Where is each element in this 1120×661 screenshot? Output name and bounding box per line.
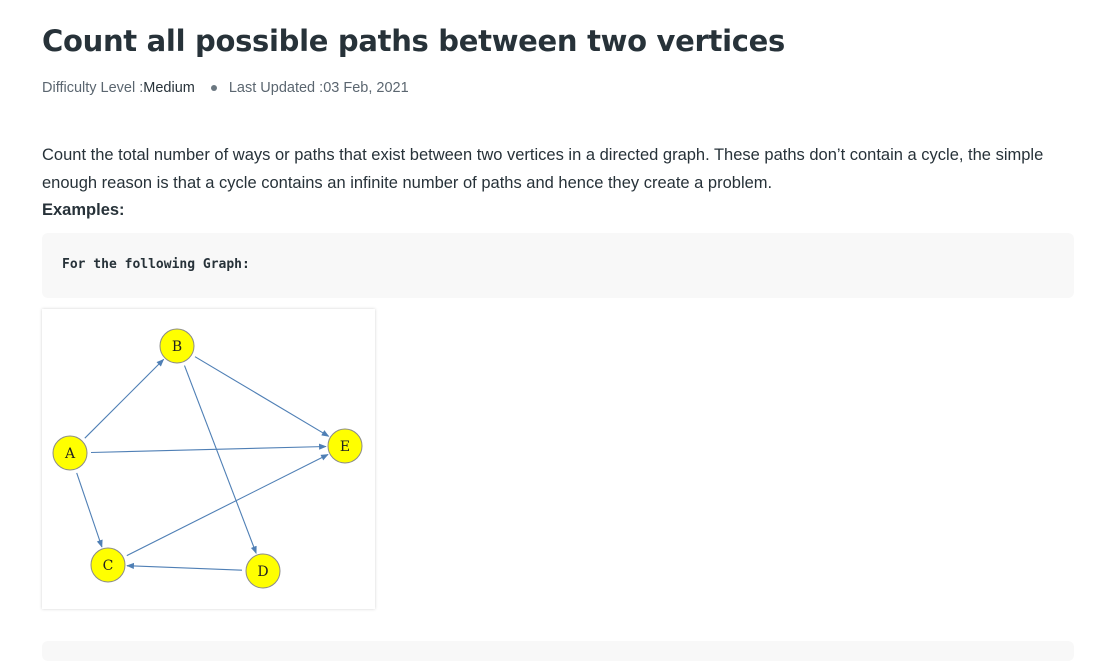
graph-node-c: C — [90, 547, 126, 583]
intro-paragraph: Count the total number of ways or paths … — [42, 146, 1044, 192]
node-label: A — [64, 446, 76, 462]
article-meta: Difficulty Level : Medium Last Updated :… — [42, 80, 409, 96]
next-code-block — [42, 641, 1074, 661]
edges-layer — [76, 356, 330, 571]
graph-node-a: A — [52, 435, 88, 471]
code-text: For the following Graph: — [62, 257, 250, 272]
graph-node-b: B — [159, 328, 195, 364]
node-circle — [90, 547, 126, 583]
edge-a-c — [76, 472, 103, 548]
edge-b-d — [183, 365, 257, 555]
graph-node-e: E — [327, 428, 363, 464]
graph-diagram: A B C D E — [52, 328, 363, 589]
graph-node-d: D — [245, 553, 281, 589]
edge-b-e — [194, 356, 330, 437]
node-label: C — [103, 558, 114, 574]
difficulty-value[interactable]: Medium — [143, 80, 195, 96]
examples-heading: Examples: — [42, 201, 125, 219]
updated-label: Last Updated : — [228, 80, 324, 96]
node-circle — [327, 428, 363, 464]
edge-a-b — [84, 358, 165, 439]
updated-date: 03 Feb, 2021 — [323, 80, 409, 96]
node-label: D — [257, 564, 268, 580]
graph-figure: A B C D E — [42, 309, 375, 609]
node-label: E — [340, 439, 350, 455]
nodes-layer: A B C D E — [52, 328, 363, 589]
node-circle — [159, 328, 195, 364]
node-circle — [245, 553, 281, 589]
edge-c-e — [126, 454, 329, 557]
node-circle — [52, 435, 88, 471]
code-block: For the following Graph: — [42, 233, 1074, 298]
bullet-dot-icon — [210, 85, 217, 91]
difficulty-label: Difficulty Level : — [42, 80, 144, 96]
edge-a-e — [90, 443, 327, 454]
page-title: Count all possible paths between two ver… — [42, 24, 785, 58]
node-label: B — [172, 339, 182, 355]
edge-d-c — [126, 562, 243, 571]
